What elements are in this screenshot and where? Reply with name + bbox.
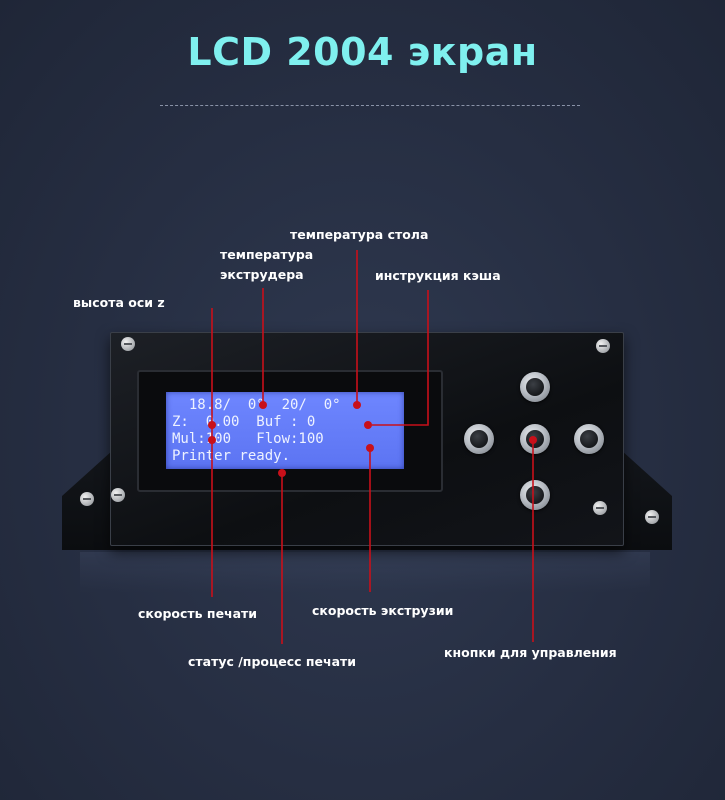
label-z-height: высота оси z xyxy=(73,295,165,310)
button-left[interactable] xyxy=(464,424,494,454)
marker-extrusion-speed xyxy=(366,444,374,452)
marker-cache xyxy=(364,421,372,429)
label-print-speed: скорость печати xyxy=(138,606,258,621)
screw-icon xyxy=(80,492,94,506)
lcd-row-status: Printer ready. xyxy=(172,448,291,464)
leader-cache xyxy=(372,290,429,426)
lcd-row-temperatures: 18.8/ 0° 20/ 0° xyxy=(172,397,341,413)
label-extrusion-speed: скорость экструзии xyxy=(312,603,454,618)
page-title: LCD 2004 экран xyxy=(187,30,538,74)
button-down[interactable] xyxy=(520,480,550,510)
lcd-screen: 18.8/ 0° 20/ 0° Z: 0.00 Buf : 0 Mul:100 … xyxy=(166,392,404,469)
marker-print-speed xyxy=(208,436,216,444)
label-extruder-temp-line1: температура xyxy=(220,247,314,262)
marker-buttons xyxy=(529,436,537,444)
label-extruder-temp-line2: экструдера xyxy=(220,267,304,282)
label-status: статус /процесс печати xyxy=(188,654,357,669)
lcd-row-speed-flow: Mul:100 Flow:100 xyxy=(172,431,324,447)
marker-z-height xyxy=(208,421,216,429)
label-cache: инструкция кэша xyxy=(375,268,501,283)
marker-bed-temp xyxy=(353,401,361,409)
lcd-row-z-buffer: Z: 0.00 Buf : 0 xyxy=(172,414,316,430)
marker-status xyxy=(278,469,286,477)
button-up[interactable] xyxy=(520,372,550,402)
device-reflection xyxy=(80,552,650,592)
screw-icon xyxy=(111,488,125,502)
label-bed-temp: температура стола xyxy=(290,227,429,242)
screw-icon xyxy=(645,510,659,524)
title-divider xyxy=(160,105,580,106)
screw-icon xyxy=(121,337,135,351)
screw-icon xyxy=(596,339,610,353)
button-right[interactable] xyxy=(574,424,604,454)
label-buttons: кнопки для управления xyxy=(444,645,617,660)
screw-icon xyxy=(593,501,607,515)
marker-extruder-temp xyxy=(259,401,267,409)
